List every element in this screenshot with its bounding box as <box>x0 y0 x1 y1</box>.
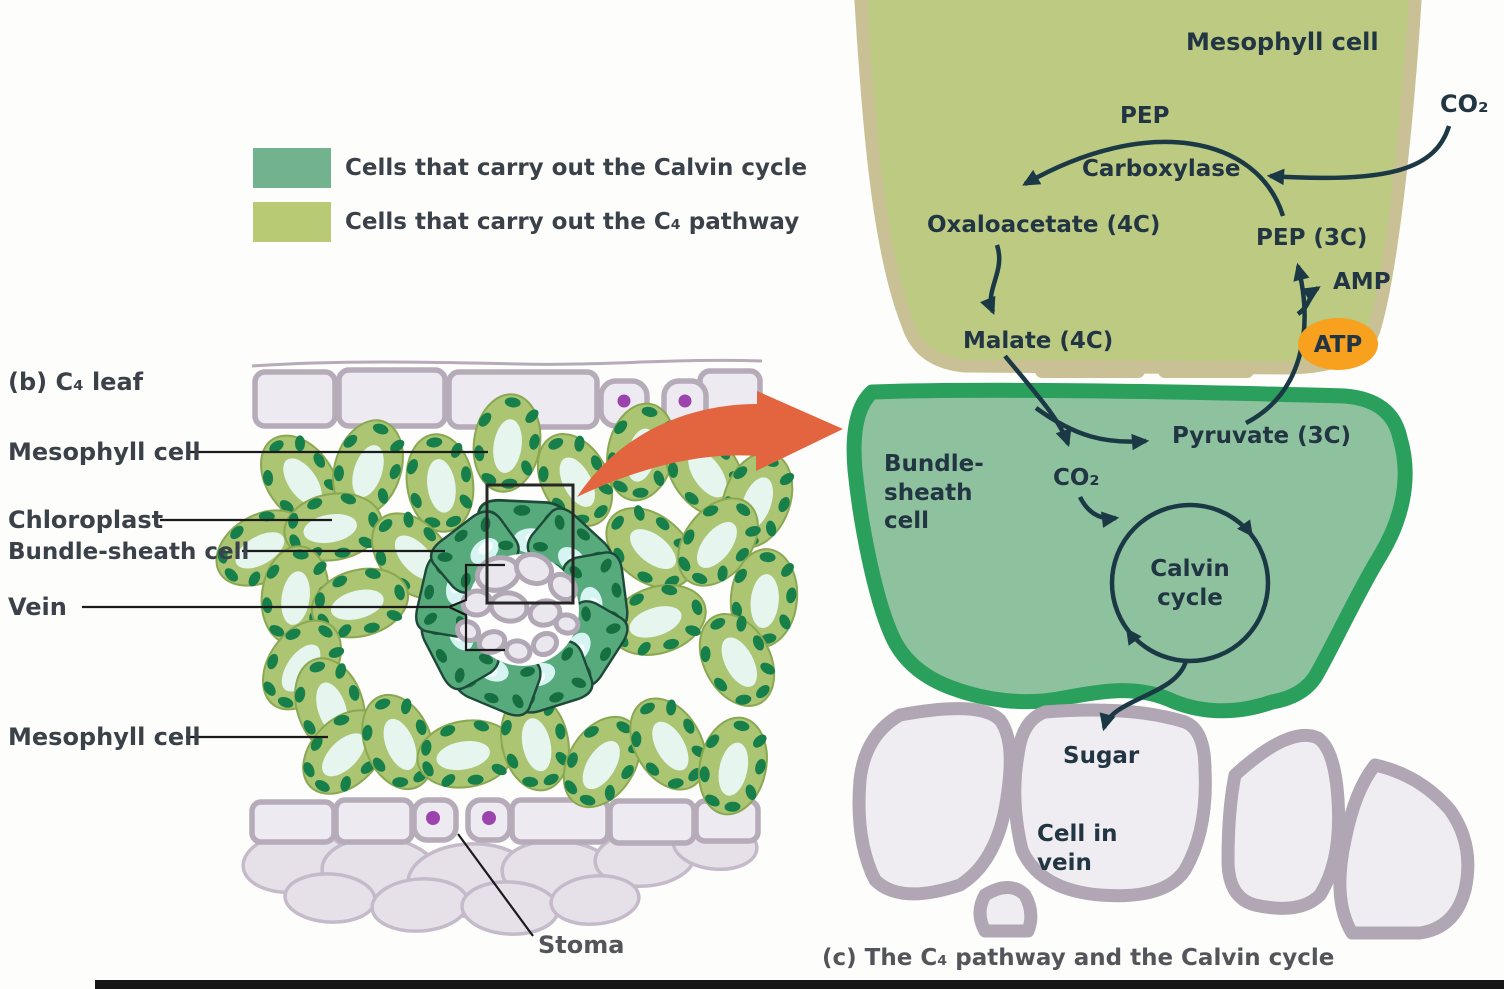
label-malate: Malate (4C) <box>963 328 1114 354</box>
label-sugar: Sugar <box>1063 743 1140 769</box>
co2-to-calvin-arrow <box>1077 495 1120 528</box>
lower-epidermis-cells <box>249 797 761 846</box>
leader-lines <box>82 450 534 937</box>
bundle-sheath-cell-shape <box>846 382 1413 719</box>
co2-entry-arrow <box>1266 125 1452 186</box>
label-atp: ATP <box>1313 332 1363 358</box>
zoom-box <box>485 483 575 605</box>
guard-cell-nucleus <box>617 394 631 408</box>
guard-cell-nucleus <box>482 811 496 825</box>
legend-item-c4: Cells that carry out the C₄ pathway <box>253 202 799 242</box>
mesophyll-cell-shape <box>854 0 1422 375</box>
to-pyruvate-arrow <box>1034 406 1150 451</box>
label-calvin-cycle: Calvin cycle <box>1150 556 1230 611</box>
label-vein: Vein <box>8 593 67 621</box>
cuticle-line <box>251 358 763 368</box>
pathway-arrows <box>980 125 1452 732</box>
oxaloacetate-to-malate-arrow <box>980 244 1002 316</box>
legend-label: Cells that carry out the C₄ pathway <box>345 209 800 235</box>
c4-leaf-cross-section <box>82 358 843 937</box>
label-co2-released: CO₂ <box>1053 465 1100 491</box>
label-oxaloacetate: Oxaloacetate (4C) <box>927 212 1161 238</box>
label-carboxylase: Carboxylase <box>1082 156 1241 182</box>
calvin-cycle-arrowhead <box>1237 519 1253 537</box>
amp-branch-arrow <box>1296 286 1321 316</box>
label-pep-3c: PEP (3C) <box>1256 225 1368 251</box>
malate-to-co2-arrow <box>1003 354 1072 448</box>
right-bundle-sheath-cell-title: Bundle- sheath cell <box>884 451 984 535</box>
label-mesophyll-cell-bottom: Mesophyll cell <box>8 723 201 751</box>
atp-badge <box>1298 318 1378 370</box>
cell-wall-dash <box>1035 364 1145 378</box>
label-amp: AMP <box>1333 269 1391 295</box>
stoma-leader <box>457 833 534 937</box>
calvin-cycle-arrowhead <box>1126 628 1142 646</box>
label-bundle-sheath-cell: Bundle-sheath cell <box>8 539 250 565</box>
scan-edge <box>95 980 1504 989</box>
guard-cell-nucleus <box>426 811 440 825</box>
vein-cell-shapes <box>852 702 1475 940</box>
label-chloroplast: Chloroplast <box>8 506 164 534</box>
right-mesophyll-cell-title: Mesophyll cell <box>1186 28 1379 56</box>
legend-item-calvin: Cells that carry out the Calvin cycle <box>253 148 807 188</box>
legend-label: Cells that carry out the Calvin cycle <box>345 155 808 181</box>
cell-wall-dash <box>1158 364 1254 378</box>
pep-carboxylase-arrow <box>1022 139 1286 217</box>
label-mesophyll-cell-top: Mesophyll cell <box>8 438 201 466</box>
calvin-to-sugar-arrow <box>1099 660 1189 732</box>
panel-b-title: (b) C₄ leaf <box>8 368 144 396</box>
label-co2-entry: CO₂ <box>1440 90 1489 118</box>
guard-cell-nucleus <box>678 394 692 408</box>
panel-c-caption: (c) The C₄ pathway and the Calvin cycle <box>822 945 1335 971</box>
label-pyruvate: Pyruvate (3C) <box>1172 423 1352 449</box>
label-stoma: Stoma <box>538 931 625 959</box>
label-pep: PEP <box>1120 103 1170 129</box>
calvin-color-swatch <box>253 148 331 188</box>
zoom-arrow-icon <box>577 391 843 497</box>
label-cell-in-vein: Cell in vein <box>1037 821 1118 876</box>
vein-bracket <box>446 563 505 652</box>
vein-cells <box>454 551 581 664</box>
c4-pathway-diagram <box>846 0 1475 940</box>
c4-color-swatch <box>253 202 331 242</box>
calvin-cycle-circle <box>1109 502 1271 664</box>
